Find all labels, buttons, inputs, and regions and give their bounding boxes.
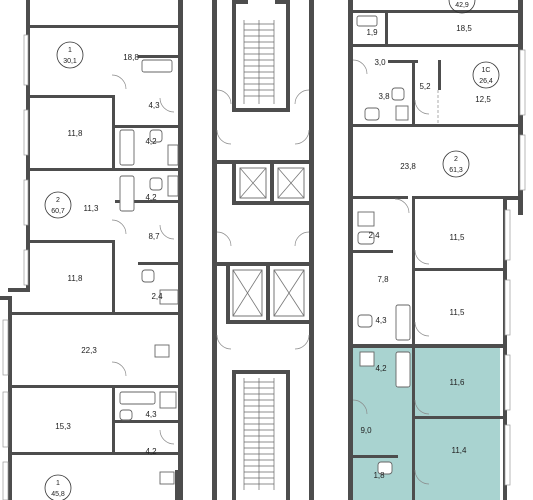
left-windows	[2, 34, 29, 500]
room-area: 1,9	[366, 28, 378, 37]
apartment-badge[interactable]: 1 30,1	[56, 41, 84, 69]
central-core	[212, 0, 314, 500]
elevator-cabins	[232, 167, 305, 317]
right-room-labels: 1,9 18,5 3,0 5,2 3,8 12,5 23,8 2,4 11,5 …	[366, 24, 491, 325]
room-area: 3,0	[374, 58, 386, 67]
apartment-badge[interactable]: 1С 26,4	[472, 61, 500, 89]
room-area: 15,3	[55, 422, 71, 431]
apartment-area: 30,1	[63, 58, 77, 65]
core-doors	[216, 89, 310, 350]
apartment-rooms: 1	[56, 480, 60, 487]
room-area: 18,5	[456, 24, 472, 33]
room-area: 4,3	[145, 410, 157, 419]
room-area: 9,0	[360, 426, 372, 435]
room-area: 4,2	[145, 137, 157, 146]
apartment-area: 60,7	[51, 208, 65, 215]
room-area: 1,8	[373, 471, 385, 480]
right-windows	[504, 49, 526, 486]
left-bath-fixtures	[119, 59, 179, 485]
room-area: 11,6	[450, 378, 466, 387]
apartment-area: 61,3	[449, 167, 463, 174]
right-doors	[352, 59, 439, 485]
room-area: 4,2	[375, 364, 387, 373]
room-area: 2,4	[368, 231, 380, 240]
stair-bottom	[243, 378, 275, 490]
left-room-labels: 18,8 4,3 11,8 4,2 11,3 4,2 8,7 11,8 2,4 …	[55, 53, 163, 456]
room-area: 3,8	[378, 92, 390, 101]
room-area: 2,4	[151, 292, 163, 301]
room-area: 8,7	[148, 232, 160, 241]
right-block-walls	[348, 0, 523, 500]
apartment-area: 45,8	[51, 491, 65, 498]
stair-top	[243, 20, 275, 104]
room-area: 12,5	[475, 95, 491, 104]
apartment-area: 42,9	[455, 2, 469, 9]
apartment-area: 26,4	[479, 78, 493, 85]
room-area: 11,5	[450, 233, 466, 242]
right-bath-fixtures	[356, 15, 411, 475]
room-area: 4,2	[145, 447, 157, 456]
room-area: 11,5	[450, 308, 466, 317]
apartment-badge[interactable]: 2 60,7	[44, 191, 72, 219]
room-area: 22,3	[81, 346, 97, 355]
room-area: 11,3	[84, 204, 100, 213]
apartment-badge[interactable]: 42,9	[448, 0, 476, 14]
left-doors	[111, 74, 175, 445]
room-area: 11,8	[68, 274, 84, 283]
room-area: 4,2	[145, 193, 157, 202]
apartment-rooms: 1С	[482, 67, 491, 74]
room-area: 23,8	[400, 162, 416, 171]
apartment-badge[interactable]: 2 61,3	[442, 150, 470, 178]
room-area: 7,8	[377, 275, 389, 284]
room-area: 18,8	[123, 53, 139, 62]
apartment-rooms: 1	[68, 47, 72, 54]
room-area: 4,3	[375, 316, 387, 325]
apartment-rooms: 2	[454, 156, 458, 163]
apartment-rooms: 2	[56, 197, 60, 204]
room-area: 5,2	[419, 82, 431, 91]
room-area: 11,4	[452, 446, 468, 455]
room-area: 4,3	[148, 101, 160, 110]
room-area: 11,8	[68, 129, 84, 138]
highlighted-room-labels: 4,2 11,6 9,0 11,4 1,8	[360, 364, 467, 480]
apartment-badge[interactable]: 1 45,8	[44, 474, 72, 500]
